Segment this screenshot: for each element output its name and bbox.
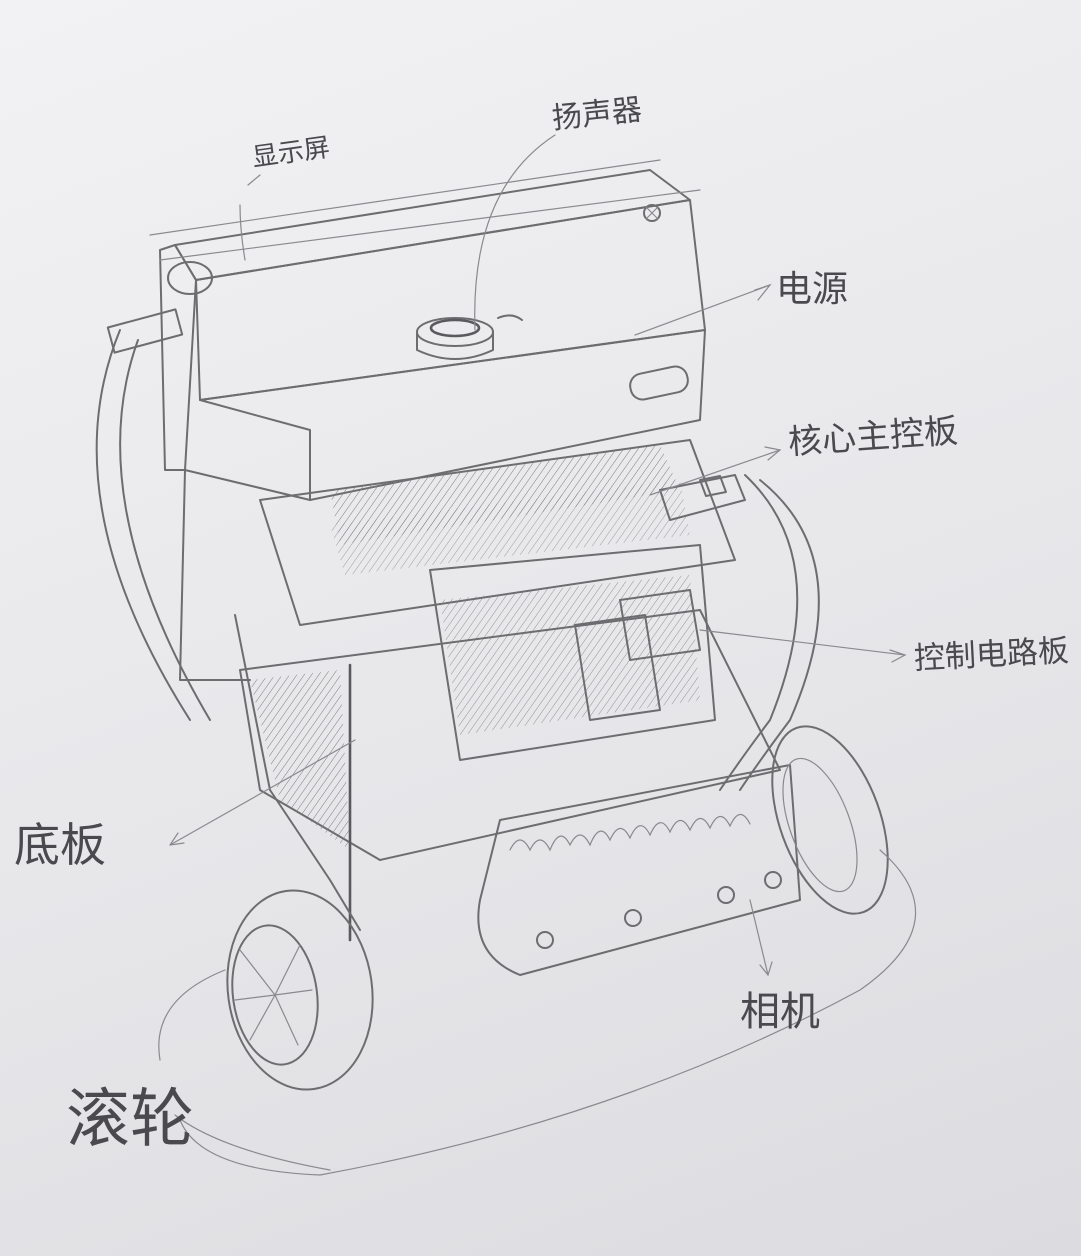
camera-bar xyxy=(477,764,801,976)
control-board xyxy=(619,589,701,661)
wheel-right xyxy=(771,725,889,915)
power-label: 电源 xyxy=(776,269,849,310)
handles xyxy=(95,308,820,791)
battery-box xyxy=(429,544,716,761)
ground-shadow xyxy=(179,849,917,1176)
wheel-label: 滚轮 xyxy=(66,1083,194,1157)
core-board xyxy=(659,474,746,521)
display-screen xyxy=(149,159,706,471)
control-board-label: 控制电路板 xyxy=(913,632,1070,678)
wheel-left xyxy=(226,889,374,1091)
leader-lines xyxy=(158,134,907,1171)
speaker xyxy=(416,314,523,360)
upper-body xyxy=(179,329,736,681)
camera-label: 相机 xyxy=(740,989,820,1035)
base-label: 底板 xyxy=(14,818,106,872)
base-plate xyxy=(234,609,781,942)
power-switch xyxy=(629,365,689,401)
